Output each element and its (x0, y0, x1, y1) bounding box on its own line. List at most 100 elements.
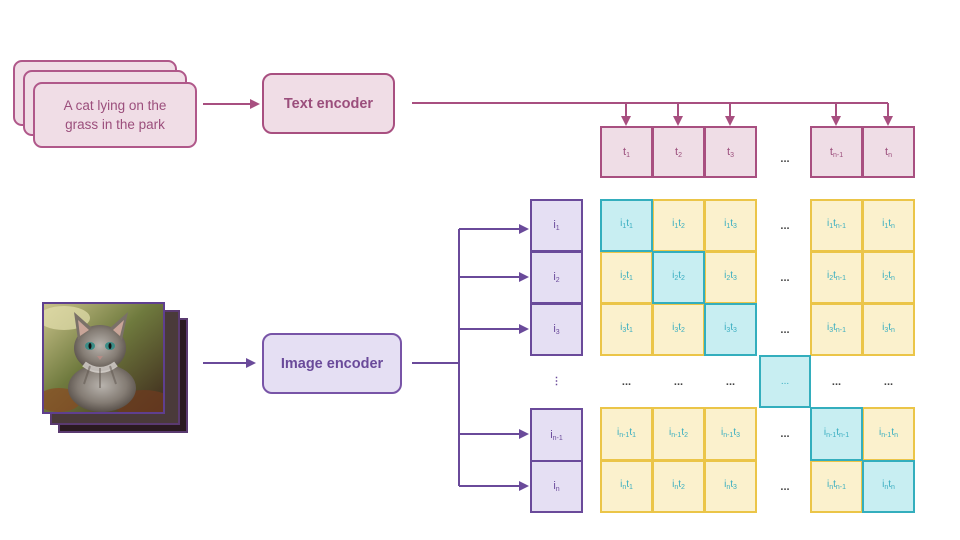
similarity-cell: i2t2 (652, 251, 705, 304)
image-embedding-ellipsis: ⋮ (551, 376, 562, 387)
similarity-cell: i3t1 (600, 303, 653, 356)
symbol: t (730, 479, 733, 490)
subscript: n-1 (835, 223, 847, 230)
text-encoder-label: Text encoder (283, 95, 374, 112)
symbol: t (833, 322, 836, 333)
symbol: i (616, 426, 620, 438)
subscript: n-1 (835, 275, 847, 282)
symbol: i (620, 270, 623, 281)
image-embedding-cell: i2 (530, 251, 583, 304)
subscript: n-1 (826, 431, 837, 439)
symbol: t (626, 270, 629, 281)
symbol: i (553, 480, 556, 492)
similarity-cell: in-1t2 (652, 407, 705, 461)
subscript: n (894, 431, 899, 439)
symbol: i (668, 426, 672, 438)
symbol: t (681, 426, 685, 438)
symbol: t (629, 426, 633, 438)
symbol: t (833, 218, 836, 229)
subscript: 2 (678, 151, 682, 159)
symbol: t (888, 322, 891, 333)
text-embedding-cell: tn-1 (810, 126, 863, 178)
subscript: 3 (726, 327, 731, 334)
similarity-cell: i3t3 (704, 303, 757, 356)
symbol: t (833, 479, 836, 490)
symbol: i (620, 479, 623, 490)
matrix-ellipsis: ... (780, 219, 790, 232)
subscript: 1 (674, 223, 679, 230)
subscript: 1 (629, 275, 633, 282)
image-encoder-box: Image encoder (262, 333, 402, 394)
similarity-cell: in-1t3 (704, 407, 757, 461)
subscript: 2 (555, 277, 560, 284)
subscript: n-1 (619, 431, 630, 439)
text-embedding-ellipsis: ... (780, 153, 790, 165)
symbol: i (620, 218, 623, 229)
similarity-cell: i2tn (862, 251, 915, 304)
subscript: n (891, 327, 895, 334)
caption-card: A cat lying on the grass in the park (33, 82, 197, 148)
similarity-cell: i1t3 (704, 199, 757, 252)
symbol: t (833, 270, 836, 281)
similarity-cell: i1tn (862, 199, 915, 252)
similarity-cell: in-1tn-1 (810, 407, 863, 461)
image-embedding-cell: in-1 (530, 408, 583, 462)
matrix-ellipsis: ... (725, 375, 736, 388)
subscript: 1 (555, 225, 560, 232)
cat-photo (42, 302, 165, 414)
subscript: n-1 (552, 434, 563, 442)
subscript: n (674, 484, 679, 491)
subscript: 2 (681, 275, 685, 282)
symbol: i (826, 270, 830, 281)
subscript: n (891, 275, 895, 282)
symbol: i (672, 322, 675, 333)
symbol: i (724, 218, 727, 229)
matrix-ellipsis: ... (883, 375, 894, 388)
symbol: i (550, 428, 553, 441)
subscript: n (891, 223, 895, 230)
subscript: 1 (629, 223, 633, 230)
symbol: i (672, 270, 675, 281)
subscript: 2 (674, 275, 679, 282)
symbol: t (678, 270, 681, 281)
text-embedding-cell: t2 (652, 126, 705, 178)
similarity-cell: int1 (600, 460, 653, 513)
subscript: 3 (733, 275, 737, 282)
symbol: t (888, 218, 891, 229)
symbol: i (553, 323, 556, 335)
symbol: t (730, 270, 733, 281)
subscript: 1 (884, 223, 889, 230)
subscript: n (622, 484, 627, 491)
subscript: 2 (681, 223, 685, 230)
subscript: 3 (733, 484, 737, 491)
symbol: t (727, 145, 731, 158)
subscript: 1 (632, 431, 637, 439)
similarity-cell: i2t3 (704, 251, 757, 304)
subscript: n (888, 151, 892, 159)
subscript: 1 (726, 223, 731, 230)
symbol: t (675, 145, 679, 158)
subscript: 3 (829, 327, 834, 334)
subscript: n-1 (832, 151, 844, 159)
subscript: n (891, 484, 895, 491)
symbol: i (882, 322, 885, 333)
similarity-cell: i1tn-1 (810, 199, 863, 252)
text-embedding-cell: tn (862, 126, 915, 178)
subscript: 1 (829, 223, 834, 230)
symbol: t (730, 218, 733, 229)
symbol: t (730, 322, 733, 333)
subscript: 3 (622, 327, 627, 334)
matrix-ellipsis: ... (831, 375, 842, 388)
symbol: t (626, 322, 629, 333)
symbol: i (720, 426, 724, 438)
symbol: i (826, 479, 830, 490)
similarity-cell: i3t2 (652, 303, 705, 356)
similarity-cell: intn-1 (810, 460, 863, 513)
subscript: n-1 (671, 431, 682, 439)
matrix-ellipsis: ... (780, 323, 790, 336)
cat-photo-icon (44, 304, 163, 412)
symbol: t (678, 479, 681, 490)
similarity-cell: int2 (652, 460, 705, 513)
caption-text: A cat lying on the grass in the park (63, 98, 167, 132)
symbol: t (626, 218, 629, 229)
